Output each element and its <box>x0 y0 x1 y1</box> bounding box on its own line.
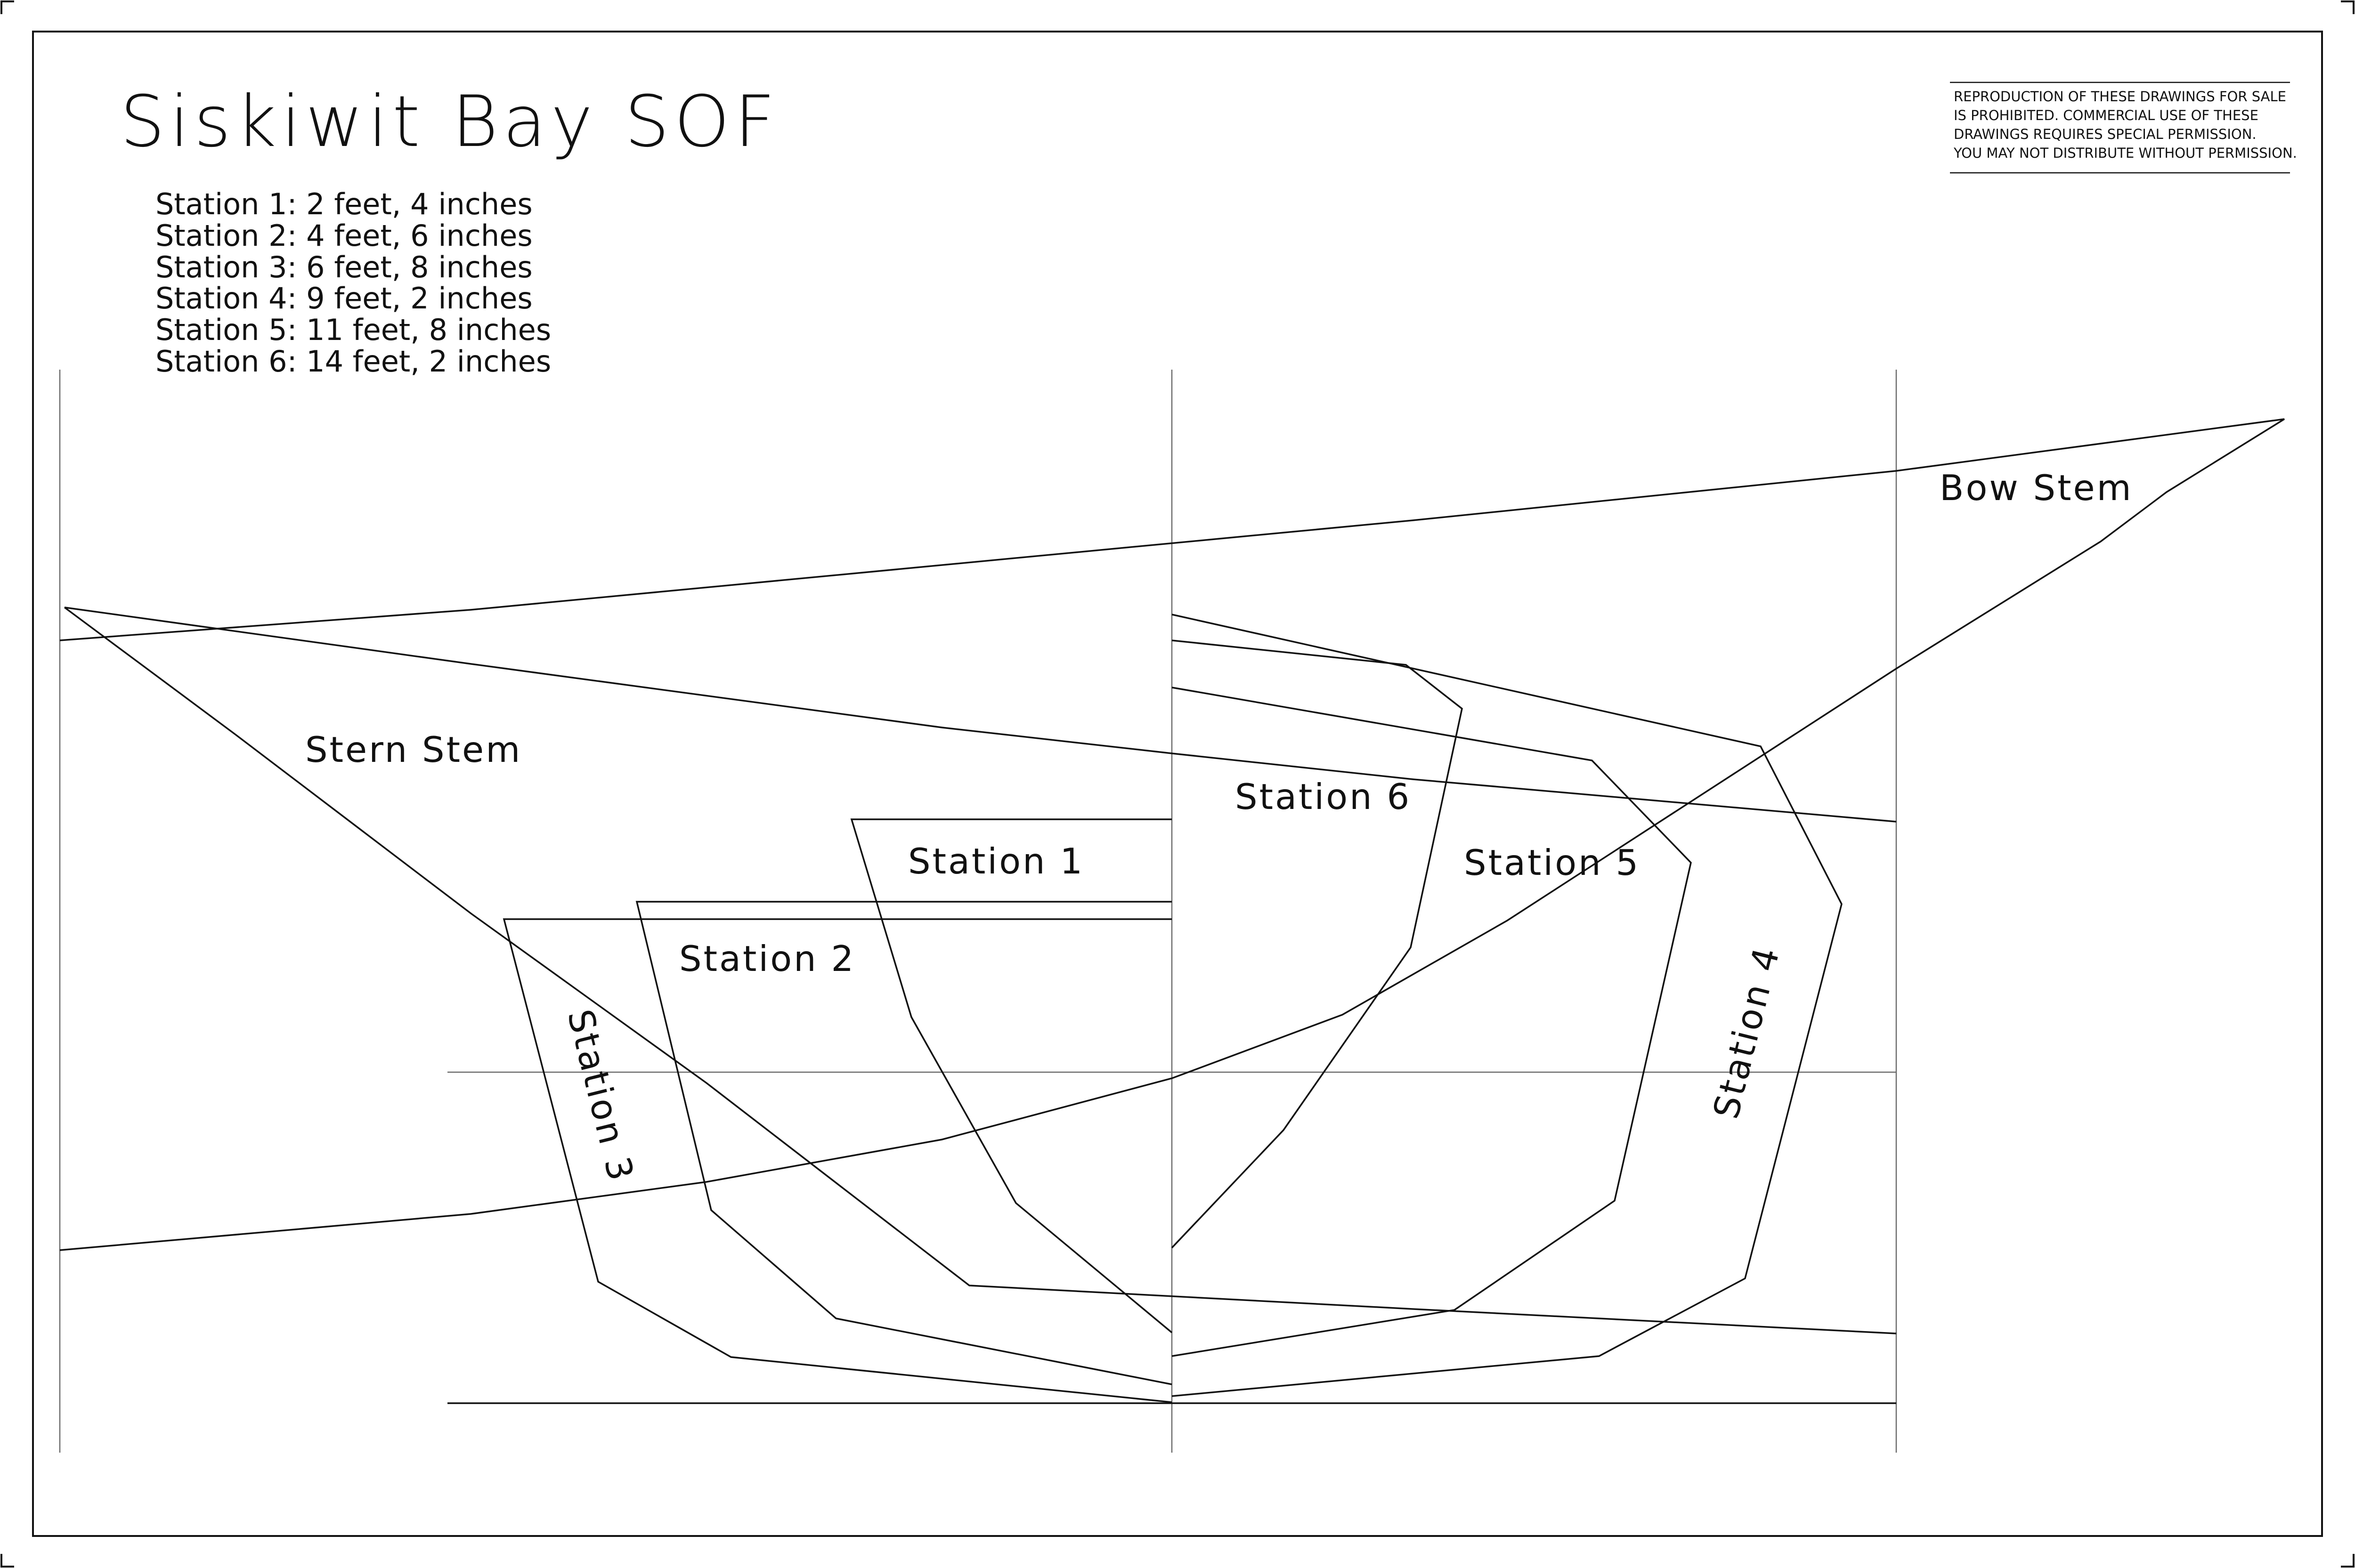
label-bow-stem: Bow Stem <box>1940 467 2133 509</box>
label-station-2: Station 2 <box>679 938 855 979</box>
station-3-part <box>503 918 1172 1403</box>
sheet-border <box>32 31 2323 1537</box>
stern-stem-part <box>64 606 1897 1334</box>
station-2-outline <box>635 901 1172 1385</box>
station-1-outline <box>850 818 1173 1334</box>
copyright-notice: REPRODUCTION OF THESE DRAWINGS FOR SALE … <box>1950 81 2297 174</box>
station-4-outline <box>1171 614 1843 1397</box>
label-station-4: Station 4 <box>1705 942 1788 1123</box>
station-list-item: Station 3: 6 feet, 8 inches <box>155 250 533 284</box>
station-list: Station 1: 2 feet, 4 inches Station 2: 4… <box>155 187 551 379</box>
station-5-part <box>1171 687 1692 1357</box>
notice-line: IS PROHIBITED. COMMERCIAL USE OF THESE <box>1954 107 2258 123</box>
notice-line: DRAWINGS REQUIRES SPECIAL PERMISSION. <box>1954 126 2257 142</box>
station-3-outline <box>503 918 1172 1403</box>
station-list-item: Station 1: 2 feet, 4 inches <box>155 187 533 221</box>
part-labels: Bow Stem Stern Stem Station 1 Station 2 … <box>305 467 2133 1186</box>
drawing-title: Siskiwit Bay SOF <box>120 81 780 163</box>
station-2-part <box>635 901 1172 1385</box>
guide-lines <box>59 370 1897 1453</box>
station-1-part <box>850 818 1173 1334</box>
notice-line: YOU MAY NOT DISTRIBUTE WITHOUT PERMISSIO… <box>1953 145 2297 161</box>
station-list-item: Station 6: 14 feet, 2 inches <box>155 344 551 379</box>
station-list-item: Station 5: 11 feet, 8 inches <box>155 313 551 347</box>
notice-line: REPRODUCTION OF THESE DRAWINGS FOR SALE <box>1954 89 2286 105</box>
bow-stem-part <box>59 418 2285 1251</box>
label-stern-stem: Stern Stem <box>305 729 522 770</box>
label-station-5: Station 5 <box>1464 842 1640 883</box>
stern-stem-outline <box>64 606 1897 1334</box>
station-5-outline <box>1171 687 1692 1357</box>
station-6-part <box>1171 639 1463 1249</box>
label-station-1: Station 1 <box>908 841 1084 882</box>
bow-stem-outline <box>59 418 2285 1251</box>
station-6-outline <box>1171 639 1463 1249</box>
label-station-6: Station 6 <box>1235 776 1411 817</box>
label-station-3: Station 3 <box>560 1005 642 1186</box>
station-4-part <box>1171 614 1843 1397</box>
station-list-item: Station 2: 4 feet, 6 inches <box>155 218 533 253</box>
station-list-item: Station 4: 9 feet, 2 inches <box>155 281 533 315</box>
